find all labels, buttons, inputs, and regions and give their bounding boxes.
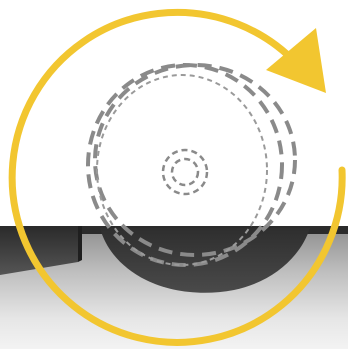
illustration-canvas bbox=[0, 0, 348, 349]
rotation-illustration bbox=[0, 0, 348, 349]
